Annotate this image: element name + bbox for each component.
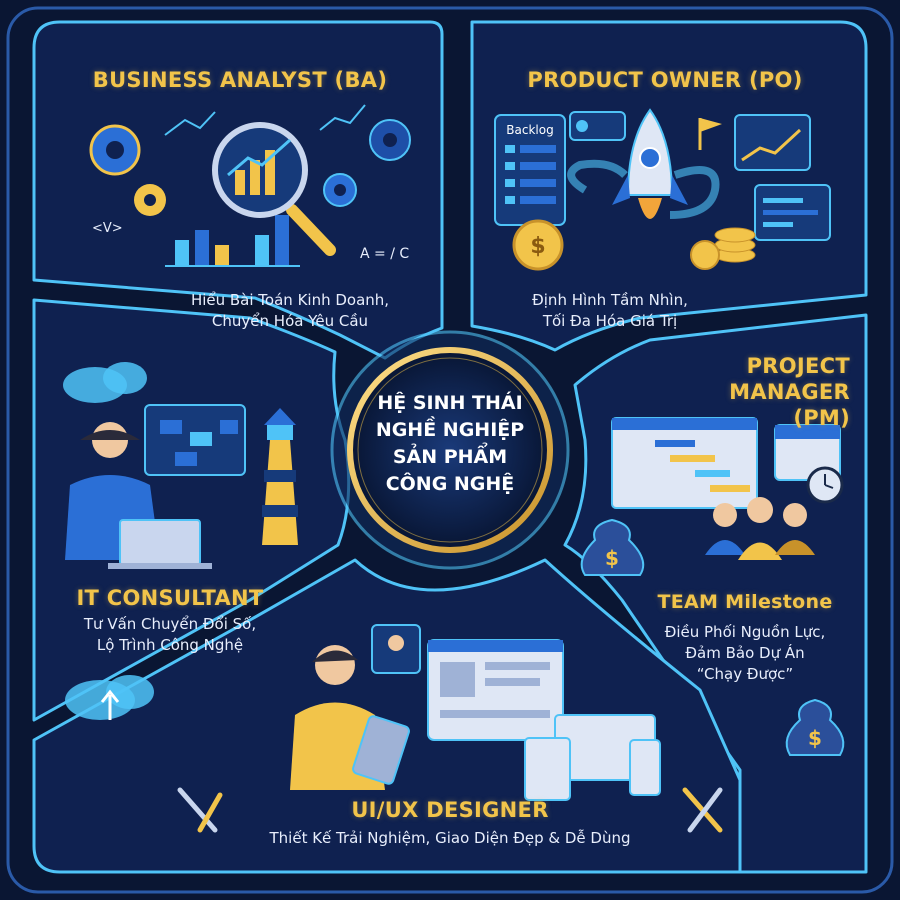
clock-icon bbox=[806, 466, 844, 504]
pm-subtitle: TEAM Milestone bbox=[657, 591, 833, 613]
po-desc-line: Định Hình Tầm Nhìn, bbox=[532, 291, 688, 309]
bar-chart-icon bbox=[165, 215, 300, 267]
center-title-line: CÔNG NGHỆ bbox=[385, 473, 515, 495]
po-desc-line: Tối Đa Hóa Giá Trị bbox=[542, 312, 678, 330]
pencil-ruler-icon bbox=[177, 787, 223, 833]
rocket-icon bbox=[612, 108, 688, 219]
svg-text:$: $ bbox=[808, 726, 822, 750]
pm-desc-line: “Chạy Được” bbox=[696, 665, 794, 683]
roadmap-path bbox=[567, 159, 720, 219]
svg-text:$: $ bbox=[530, 234, 545, 259]
pm-desc-line: Điều Phối Nguồn Lực, bbox=[664, 623, 826, 641]
pm-desc-line: Đảm Bảo Dự Án bbox=[685, 644, 805, 662]
gear-icon bbox=[89, 124, 141, 176]
code-window-icon bbox=[754, 184, 831, 241]
code-label: <V> bbox=[92, 221, 123, 236]
uiux-title: UI/UX DESIGNER bbox=[351, 798, 549, 822]
outer-frame bbox=[6, 6, 894, 894]
chat-icon bbox=[569, 111, 626, 141]
devices-icon bbox=[524, 714, 661, 801]
itc-desc-line: Tư Vấn Chuyển Đổi Số, bbox=[83, 615, 257, 633]
lighthouse-icon bbox=[262, 408, 298, 545]
backlog-board-icon: Backlog bbox=[494, 114, 566, 226]
tablet-icon bbox=[352, 715, 410, 785]
po-title: PRODUCT OWNER (PO) bbox=[527, 68, 803, 92]
panel-it bbox=[32, 298, 351, 722]
itc-desc-line: Lộ Trình Công Nghệ bbox=[96, 636, 244, 654]
gear-icon bbox=[369, 119, 411, 161]
money-bag-icon: $ bbox=[580, 518, 645, 576]
dashboard-icon bbox=[734, 114, 811, 171]
pm-title-line: MANAGER (PM) bbox=[729, 380, 850, 430]
itc-title: IT CONSULTANT bbox=[76, 586, 264, 610]
pm-title: PROJECT MANAGER (PM) bbox=[680, 353, 850, 431]
svg-text:$: $ bbox=[605, 546, 619, 570]
pm-description: Điều Phối Nguồn Lực, Đảm Bảo Dự Án “Chạy… bbox=[630, 622, 860, 685]
center-title: HỆ SINH THÁI NGHỀ NGHIỆP SẢN PHẨM CÔNG N… bbox=[345, 390, 555, 498]
gear-icon bbox=[323, 173, 357, 207]
formula-label: A = / C bbox=[360, 246, 409, 262]
laptop-icon bbox=[108, 519, 212, 569]
ba-title: BUSINESS ANALYST (BA) bbox=[92, 68, 388, 92]
pencil-ruler-icon bbox=[682, 787, 723, 833]
cloud-upload-icon bbox=[65, 675, 154, 720]
coins-stack-icon bbox=[690, 227, 756, 270]
profile-card-icon bbox=[371, 624, 421, 674]
uiux-illustration bbox=[177, 624, 723, 833]
calendar-icon bbox=[774, 424, 841, 481]
it-illustration bbox=[63, 362, 298, 720]
gantt-chart-icon bbox=[611, 417, 758, 509]
itc-description: Tư Vấn Chuyển Đổi Số, Lộ Trình Công Nghệ bbox=[45, 614, 295, 656]
center-title-line: NGHỀ NGHIỆP bbox=[375, 419, 525, 441]
ba-desc-line: Chuyển Hóa Yêu Cầu bbox=[211, 312, 369, 330]
backlog-label: Backlog bbox=[506, 123, 553, 137]
wireframe-icon bbox=[427, 639, 564, 741]
center-circle bbox=[347, 347, 553, 553]
pm-title-line: PROJECT bbox=[746, 354, 850, 378]
ba-illustration: <V> A = / C bbox=[89, 104, 411, 267]
flag-icon bbox=[698, 118, 722, 150]
network-diagram-icon bbox=[144, 404, 246, 476]
money-bag-icon: $ bbox=[785, 698, 845, 756]
po-illustration: Backlog bbox=[494, 108, 831, 271]
center-title-line: SẢN PHẨM bbox=[392, 446, 508, 468]
trend-line-icon bbox=[164, 111, 216, 136]
team-icon bbox=[705, 497, 815, 560]
ba-description: Hiểu Bài Toán Kinh Doanh, Chuyển Hóa Yêu… bbox=[140, 290, 440, 332]
gear-icon bbox=[134, 184, 166, 216]
pm-illustration: $ $ bbox=[580, 417, 845, 756]
uiux-description: Thiết Kế Trải Nghiệm, Giao Diện Đẹp & Dễ… bbox=[269, 829, 631, 847]
magnifier-icon bbox=[212, 122, 336, 256]
po-description: Định Hình Tầm Nhìn, Tối Đa Hóa Giá Trị bbox=[480, 290, 740, 332]
center-title-line: HỆ SINH THÁI bbox=[377, 392, 523, 414]
ba-desc-line: Hiểu Bài Toán Kinh Doanh, bbox=[190, 291, 390, 309]
coin-icon: $ bbox=[512, 219, 564, 271]
cloud-icon bbox=[63, 362, 147, 403]
